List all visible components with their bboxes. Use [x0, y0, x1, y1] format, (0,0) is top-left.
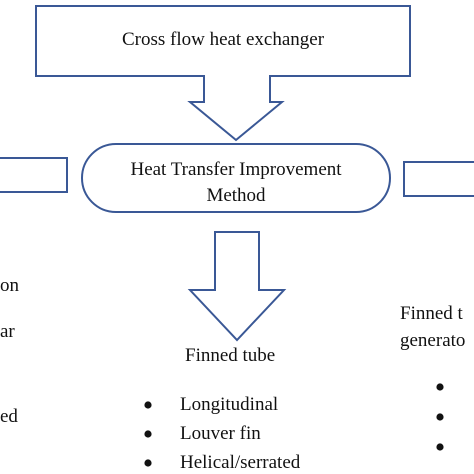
center-node-shape [81, 143, 391, 213]
center-branch-item: Helical/serrated [180, 452, 301, 473]
top-box-arrow-shape [35, 5, 411, 142]
center-node-line1: Heat Transfer Improvement [130, 159, 342, 180]
top-box-label: Cross flow heat exchanger [121, 29, 325, 50]
center-branch-title: Finned tube [185, 345, 276, 366]
left-branch-fragment: on [0, 275, 19, 296]
bullet-icon [436, 413, 444, 421]
center-branch-item: Longitudinal [180, 394, 279, 415]
down-arrow [187, 231, 287, 342]
center-branch-item: Louver fin [180, 423, 261, 444]
bullet-icon [436, 383, 444, 391]
right-box-fragment [403, 161, 474, 197]
left-branch-fragment: ar [0, 321, 15, 342]
right-branch-fragment: Finned t [400, 303, 463, 324]
left-branch-fragment: ed [0, 406, 18, 427]
left-box-fragment [0, 157, 68, 193]
center-node-line2: Method [206, 185, 266, 206]
bullet-icon [144, 430, 152, 438]
bullet-icon [436, 443, 444, 451]
right-branch-fragment: generato [400, 330, 466, 351]
bullet-icon [144, 459, 152, 467]
bullet-icon [144, 401, 152, 409]
